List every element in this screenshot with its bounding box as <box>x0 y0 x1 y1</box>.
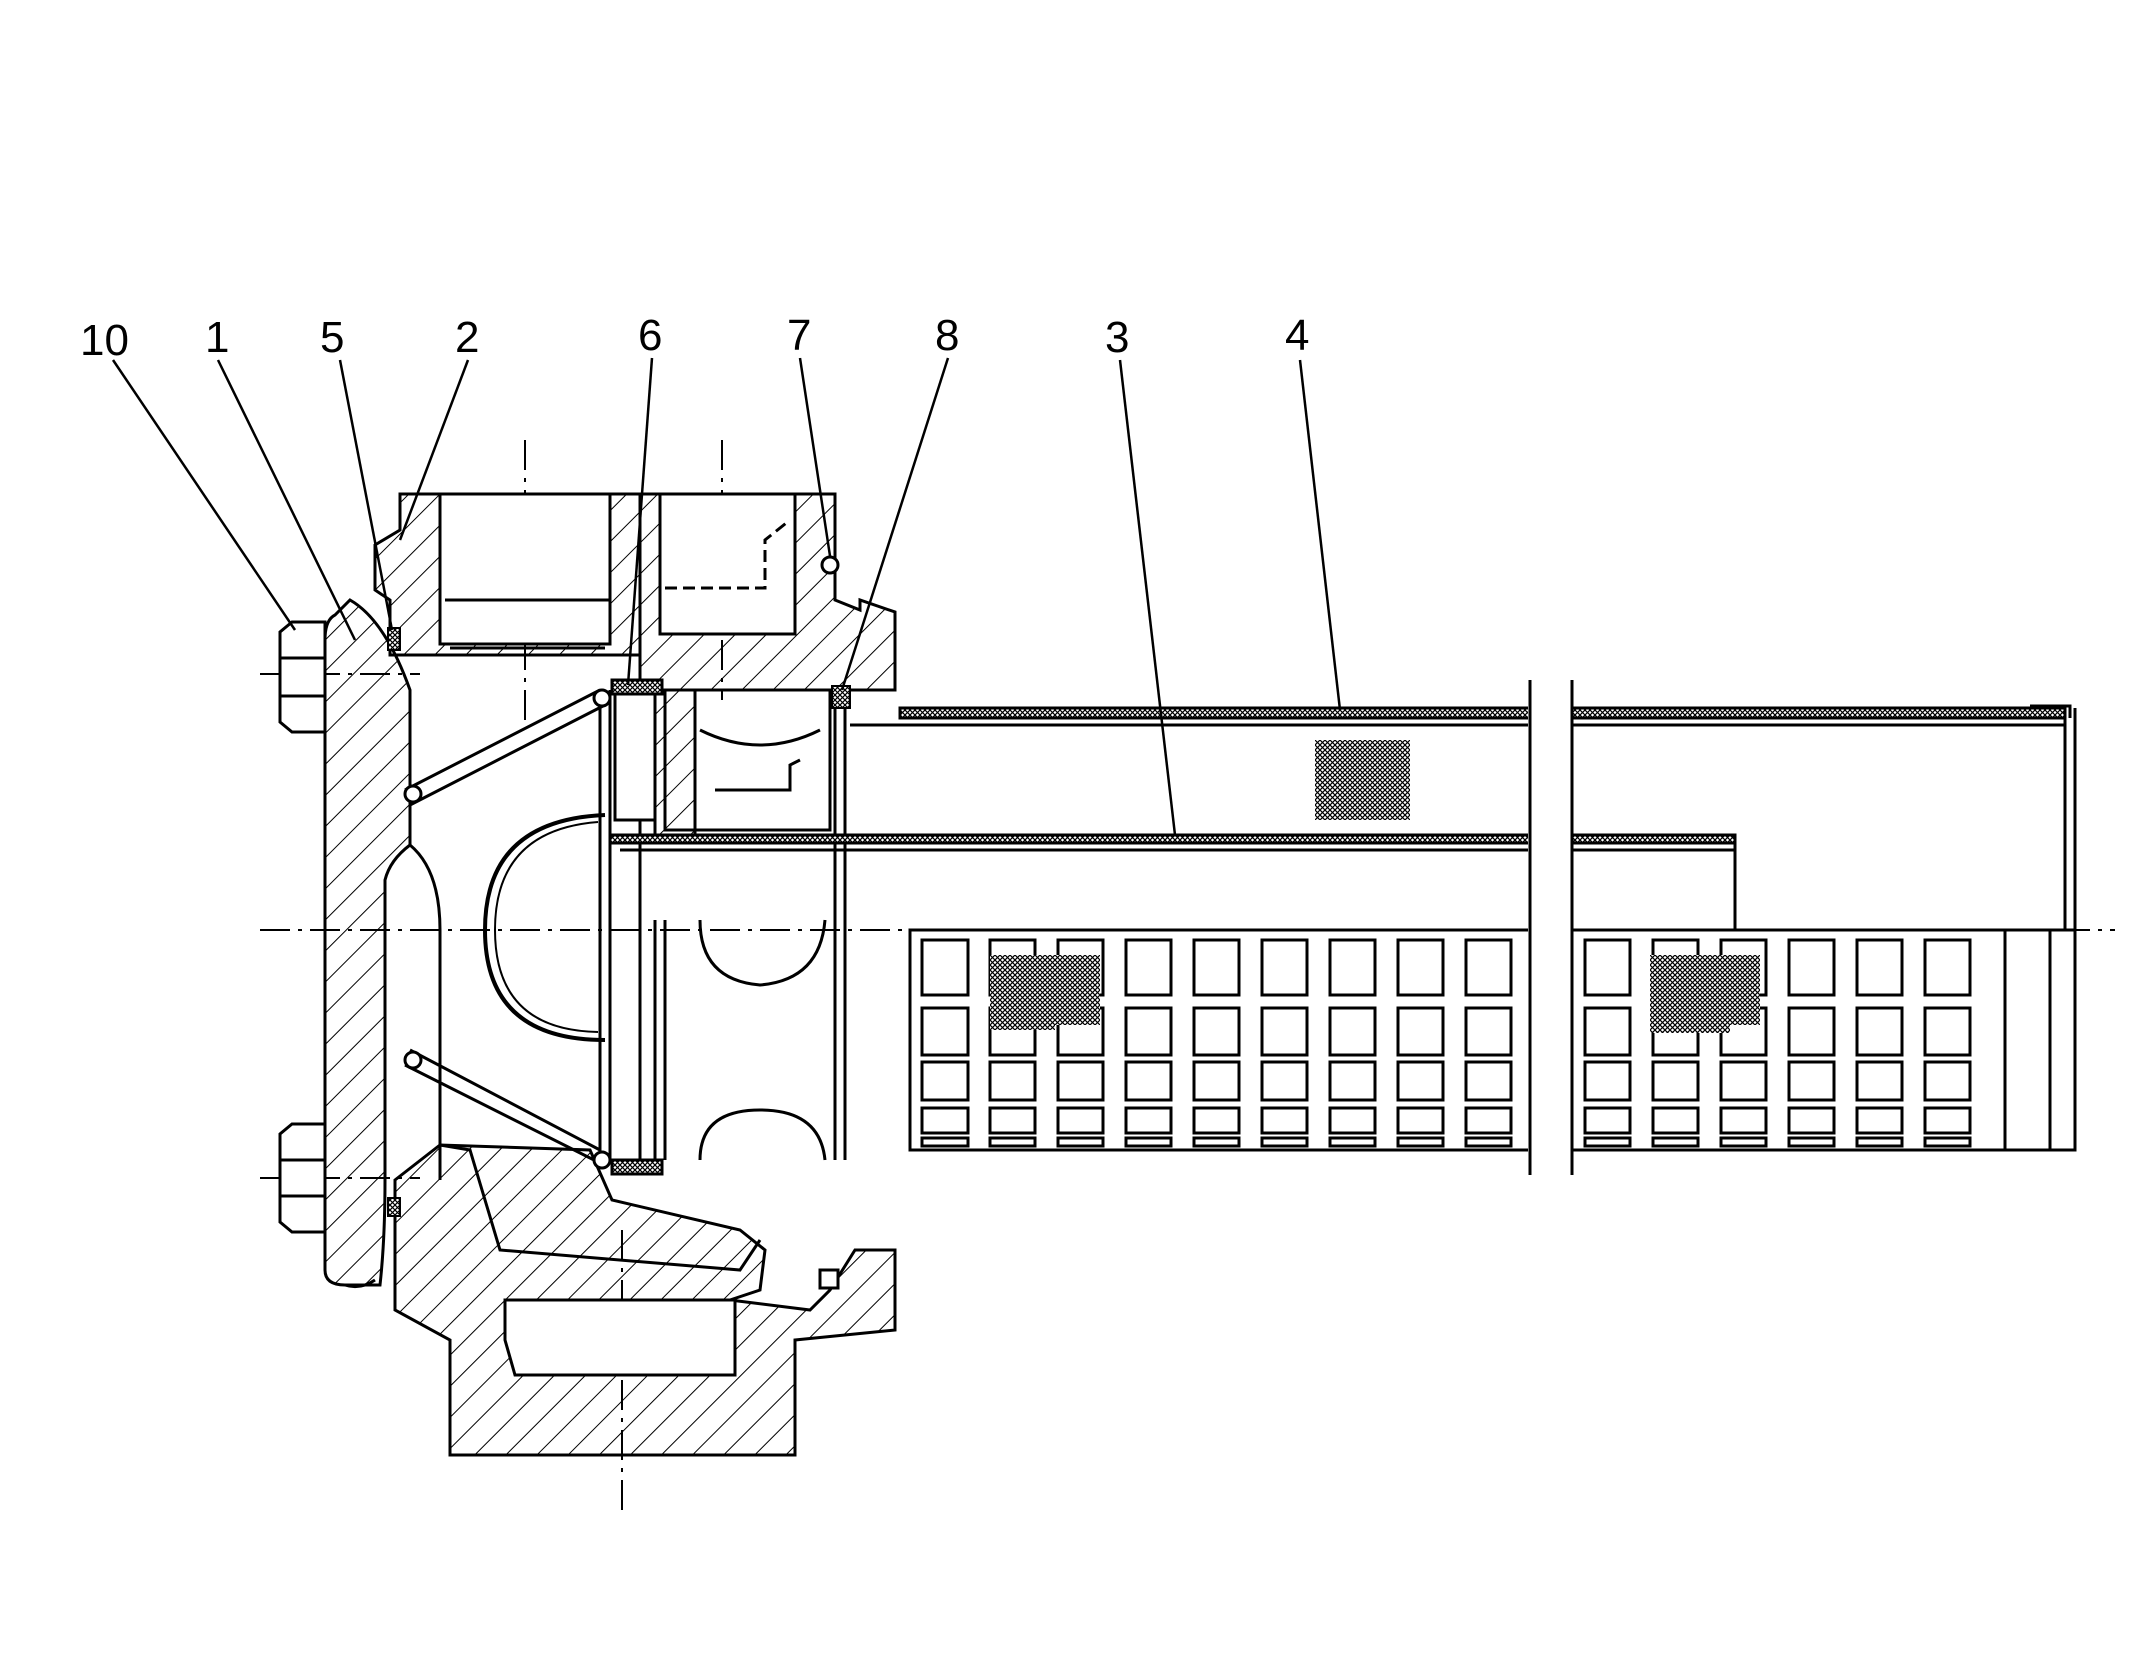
grid-cell <box>1583 1136 1632 1148</box>
grid-cell <box>1464 1136 1513 1148</box>
grid-cell <box>1855 1136 1904 1148</box>
grid-cell <box>1855 938 1904 997</box>
grid-cell <box>1923 1060 1972 1102</box>
grid-cell <box>1328 1006 1377 1057</box>
mesh-patch <box>1315 740 1410 820</box>
grid-cell <box>920 1060 970 1102</box>
grid-cell <box>1260 1136 1309 1148</box>
grid-cell <box>1124 938 1173 997</box>
grid-cell <box>1192 1006 1241 1057</box>
grid-cell <box>1923 938 1972 997</box>
grid-cell <box>1787 938 1836 997</box>
grid-cell <box>1787 1136 1836 1148</box>
leader-lines <box>111 357 1342 836</box>
grid-cell <box>1719 1136 1768 1148</box>
filter-element-grid <box>908 928 2077 1152</box>
seal-5 <box>387 627 401 651</box>
grid-cell <box>988 1060 1037 1102</box>
grid-cell <box>1923 1136 1972 1148</box>
grid-cell <box>1328 1060 1377 1102</box>
grid-cell <box>1787 1060 1836 1102</box>
grid-cell <box>1328 1136 1377 1148</box>
grid-cell <box>1396 938 1445 997</box>
grid-cell <box>1396 1006 1445 1057</box>
callout-1: 1 <box>205 313 229 362</box>
grid-cell <box>1260 1006 1309 1057</box>
upper-housing <box>373 492 897 692</box>
grid-cell <box>920 938 970 997</box>
grid-cell <box>1396 1136 1445 1148</box>
grid-cell <box>1855 1006 1904 1057</box>
grid-cell <box>1192 1106 1241 1135</box>
cover <box>323 598 412 1289</box>
grid-cell <box>1056 1136 1105 1148</box>
grid-cell <box>1056 1060 1105 1102</box>
seal-7 <box>820 555 840 575</box>
grid-cell <box>1260 1060 1309 1102</box>
grid-cell <box>920 1106 970 1135</box>
grid-cell <box>920 1006 970 1057</box>
grid-cell <box>1464 1006 1513 1057</box>
grid-cell <box>1923 1106 1972 1135</box>
callout-3: 3 <box>1105 313 1129 362</box>
spring-bars <box>403 688 612 1170</box>
grid-cell <box>1464 1060 1513 1102</box>
grid-cell <box>1396 1060 1445 1102</box>
grid-cell <box>1464 938 1513 997</box>
grid-cell <box>1787 1106 1836 1135</box>
callout-numbers: 10 1 5 2 6 7 8 3 4 <box>80 311 1309 365</box>
grid-cell <box>1719 1106 1768 1135</box>
grid-cell <box>1328 1106 1377 1135</box>
grid-cell <box>1260 938 1309 997</box>
outer-tube <box>850 704 2077 930</box>
grid-cell <box>1583 938 1632 997</box>
grid-cell <box>1124 1136 1173 1148</box>
grid-cell <box>920 1136 970 1148</box>
grid-cell <box>1124 1106 1173 1135</box>
grid-cell <box>1583 1006 1632 1057</box>
grid-cell <box>1787 1006 1836 1057</box>
inner-chamber <box>408 690 642 1180</box>
break-lines <box>1528 680 1574 1180</box>
bypass-valve <box>653 688 847 1161</box>
grid-cell <box>1124 1060 1173 1102</box>
grid-cell <box>1192 1060 1241 1102</box>
bolts <box>278 620 327 1234</box>
grid-cell <box>1651 1060 1700 1102</box>
callout-8: 8 <box>935 311 959 360</box>
grid-cell <box>1583 1106 1632 1135</box>
callout-7: 7 <box>787 311 811 360</box>
grid-cell <box>1328 938 1377 997</box>
callout-5: 5 <box>320 313 344 362</box>
seal-8 <box>831 685 851 709</box>
callout-4: 4 <box>1285 311 1309 360</box>
callout-10: 10 <box>80 316 129 365</box>
grid-cell <box>1923 1006 1972 1057</box>
deflector <box>482 813 606 1042</box>
grid-cell <box>1651 1106 1700 1135</box>
grid-cell <box>988 1106 1037 1135</box>
grid-cell <box>1855 1106 1904 1135</box>
lower-housing <box>393 1143 897 1457</box>
grid-cell <box>1396 1106 1445 1135</box>
grid-cell <box>1192 938 1241 997</box>
grid-cell <box>1124 1006 1173 1057</box>
grid-cell <box>1192 1136 1241 1148</box>
grid-cell <box>1855 1060 1904 1102</box>
grid-cell <box>988 1136 1037 1148</box>
grid-cell <box>1260 1106 1309 1135</box>
grid-cell <box>1056 1106 1105 1135</box>
grid-cell <box>1651 1136 1700 1148</box>
callout-2: 2 <box>455 313 479 362</box>
callout-6: 6 <box>638 311 662 360</box>
grid-cell <box>1583 1060 1632 1102</box>
grid-cell <box>1464 1106 1513 1135</box>
grid-cell <box>1719 1060 1768 1102</box>
valve-seat <box>610 678 697 1176</box>
